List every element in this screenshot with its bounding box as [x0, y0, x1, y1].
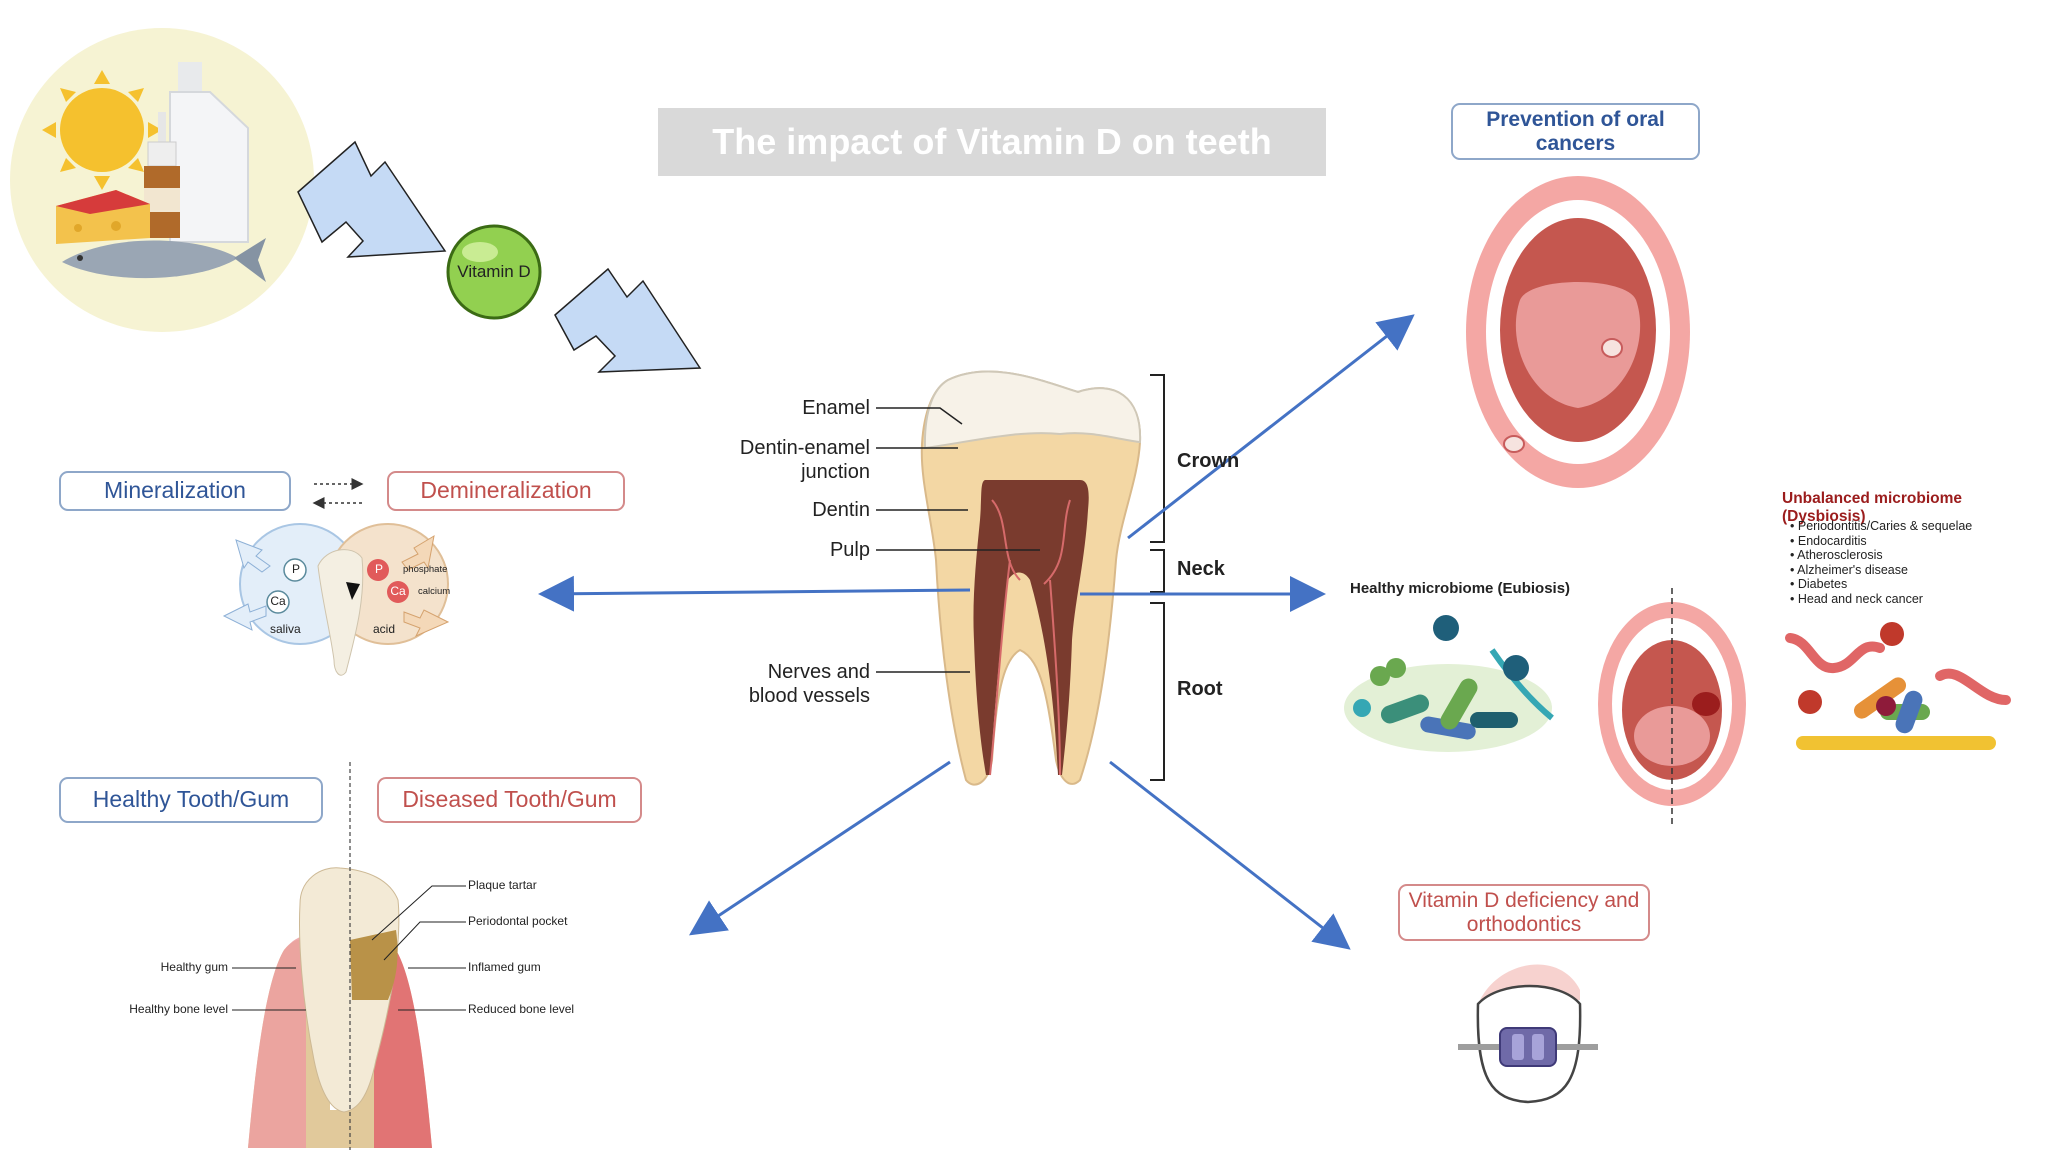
demineralization-pill: Demineralization: [387, 471, 625, 511]
sun-icon: [42, 70, 162, 190]
block-arrow-to-vitamin-d: [297, 140, 447, 258]
diseased-tooth-gum-pill: Diseased Tooth/Gum: [377, 777, 642, 823]
cheese-icon: [56, 190, 150, 244]
microbiome-mouth-illustration: [1598, 588, 1746, 826]
vitamin-d-label: Vitamin D: [457, 262, 531, 281]
open-mouth-cancer-illustration: [1466, 176, 1690, 488]
gum-leader-lines: [232, 885, 466, 1011]
periodontal-pocket-label: Periodontal pocket: [468, 914, 568, 928]
nerves-blood-vessels-label: Nerves and blood vessels: [748, 661, 870, 707]
calcium-label: calcium: [418, 586, 451, 597]
block-arrow-to-tooth: [554, 267, 702, 373]
list-item: Periodontitis/Caries & sequelae: [1790, 519, 1972, 534]
list-item: Head and neck cancer: [1790, 592, 1972, 607]
mineralization-pill: Mineralization: [59, 471, 291, 511]
list-item: Endocarditis: [1790, 534, 1972, 549]
acid-calcium-ion-label: Ca: [390, 584, 406, 598]
gum-illustration: [248, 762, 432, 1150]
phosphate-label: phosphate: [403, 564, 448, 575]
prevention-oral-cancers-pill: Prevention of oral cancers: [1451, 103, 1700, 160]
dentin-enamel-junction-label: Dentin-enamel junction: [739, 437, 870, 483]
dentin-label: Dentin: [812, 499, 870, 521]
dysbiosis-illustration: [1785, 622, 2011, 750]
phosphate-ion-label: P: [291, 562, 300, 576]
reduced-bone-level-label: Reduced bone level: [468, 1002, 575, 1016]
fish-icon: [62, 238, 266, 282]
list-item: Atherosclerosis: [1790, 548, 1972, 563]
list-item: Alzheimer's disease: [1790, 563, 1972, 578]
acid-phosphate-ion-label: P: [374, 562, 383, 576]
braces-illustration: [1458, 964, 1598, 1104]
vitamin-d-sources-illustration: [10, 28, 314, 332]
healthy-microbiome-label: Healthy microbiome (Eubiosis): [1350, 580, 1571, 597]
vitamin-d-orthodontics-pill: Vitamin D deficiency and orthodontics: [1398, 884, 1650, 941]
healthy-bone-level-label: Healthy bone level: [129, 1002, 228, 1016]
crown-label: Crown: [1177, 450, 1240, 472]
vitamin-d-icon: [446, 224, 542, 320]
list-item: Diabetes: [1790, 577, 1972, 592]
saliva-label: saliva: [270, 622, 301, 636]
acid-label: acid: [373, 622, 396, 636]
dysbiosis-conditions-list: Periodontitis/Caries & sequelae Endocard…: [1790, 519, 1972, 606]
pulp-label: Pulp: [829, 539, 870, 561]
neck-label: Neck: [1177, 558, 1225, 580]
figure-title: The impact of Vitamin D on teeth: [658, 108, 1326, 176]
inflamed-gum-label: Inflamed gum: [468, 960, 541, 974]
healthy-gum-label: Healthy gum: [160, 960, 228, 974]
relation-arrows: [538, 314, 1415, 950]
plaque-tartar-label: Plaque tartar: [468, 878, 537, 892]
tooth-cross-section: [920, 370, 1142, 786]
mineralization-arrows: [312, 478, 364, 509]
healthy-microbiome-illustration: [1344, 615, 1554, 752]
tooth-section-brackets: [1150, 374, 1165, 781]
enamel-label: Enamel: [802, 397, 870, 419]
root-label: Root: [1177, 678, 1223, 700]
healthy-tooth-gum-pill: Healthy Tooth/Gum: [59, 777, 323, 823]
mineralization-illustration: [222, 523, 450, 676]
tooth-leader-lines: [876, 407, 1040, 673]
calcium-ion-label: Ca: [270, 594, 286, 608]
